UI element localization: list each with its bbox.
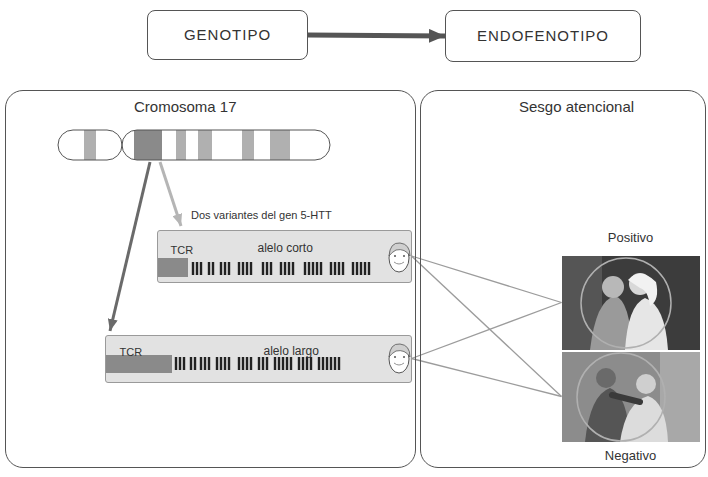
link-line: [412, 256, 562, 303]
flow-arrow: [308, 35, 445, 36]
node-heading: TCR: [120, 346, 143, 359]
link-line: [412, 303, 562, 359]
link-line: [412, 359, 562, 397]
allele-box: TCR alelo largo: [105, 335, 412, 383]
face-icon: [389, 344, 410, 373]
node-heading: Positivo: [608, 230, 654, 246]
photo-frame: Positivo: [562, 226, 700, 350]
node-heading: Negativo: [605, 448, 656, 464]
gene-arrow: [160, 162, 181, 226]
allele-sequence: [106, 355, 339, 373]
link-line: [412, 256, 562, 397]
node-heading: TCR: [171, 244, 194, 257]
node-heading: ENDOFENOTIPO: [477, 27, 609, 45]
allele-sequence: [158, 258, 369, 277]
negative-photo: [562, 352, 700, 442]
node-heading: Cromosoma 17: [134, 98, 237, 116]
group-panel: Sesgo atencionalPositivoNegativo: [420, 90, 706, 468]
node-heading: GENOTIPO: [184, 26, 271, 44]
positive-photo: [562, 256, 700, 350]
photo-frame: Negativo: [562, 352, 700, 462]
group-panel: Cromosoma 17TCRalelo cortoTCRalelo largo: [5, 90, 416, 468]
node-text: alelo corto: [258, 241, 313, 255]
chromosome-figure: [58, 130, 330, 160]
process-box: ENDOFENOTIPO: [445, 10, 641, 62]
node-heading: Sesgo atencional: [519, 98, 634, 116]
face-icon: [389, 243, 410, 272]
process-box: GENOTIPO: [147, 10, 308, 60]
allele-box: TCR alelo corto: [157, 230, 412, 283]
gene-arrow: [110, 162, 150, 331]
node-text: alelo largo: [264, 344, 319, 358]
annotation-label: Dos variantes del gen 5-HTT: [191, 209, 332, 222]
